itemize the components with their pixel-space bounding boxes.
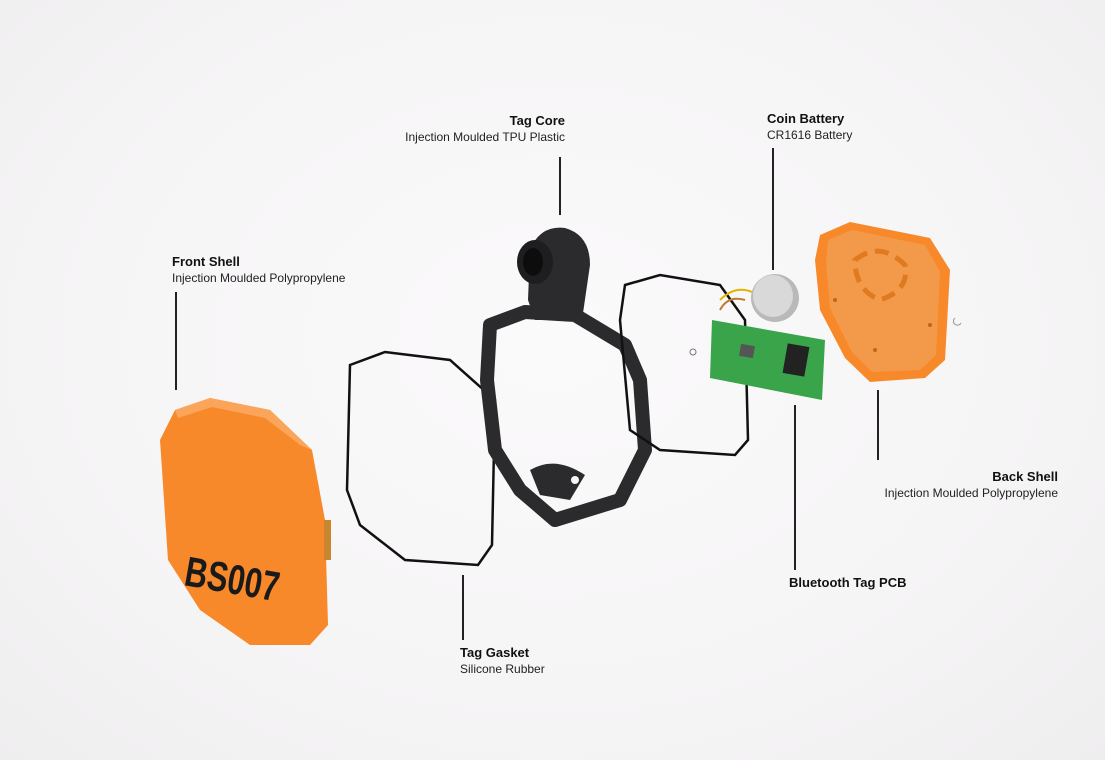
front-shell: BS007 (160, 398, 331, 645)
coin-battery-title: Coin Battery (767, 111, 845, 126)
front-shell-subtitle: Injection Moulded Polypropylene (172, 271, 346, 285)
front-shell-label: Front Shell Injection Moulded Polypropyl… (172, 254, 345, 286)
tag-core (480, 227, 652, 527)
back-shell-label: Back Shell Injection Moulded Polypropyle… (885, 469, 1058, 501)
tag-gasket-leader (462, 575, 464, 640)
front-shell-title: Front Shell (172, 254, 240, 269)
pcb-gasket (618, 273, 750, 457)
tag-gasket (345, 350, 497, 567)
back-shell-title: Back Shell (992, 469, 1058, 484)
front-shell-leader (175, 292, 177, 390)
tag-gasket-subtitle: Silicone Rubber (460, 662, 545, 676)
tag-core-leader (559, 157, 561, 215)
pcb-label: Bluetooth Tag PCB (789, 575, 906, 591)
tag-gasket-title: Tag Gasket (460, 645, 530, 660)
bluetooth-pcb (689, 320, 825, 400)
pcb-title: Bluetooth Tag PCB (789, 575, 907, 590)
back-shell (815, 222, 962, 382)
tag-core-subtitle: Injection Moulded TPU Plastic (405, 130, 565, 144)
back-shell-leader (877, 390, 879, 460)
back-shell-subtitle: Injection Moulded Polypropylene (884, 486, 1058, 500)
coin-battery-leader (772, 148, 774, 270)
tag-gasket-label: Tag Gasket Silicone Rubber (460, 645, 545, 677)
coin-battery-subtitle: CR1616 Battery (767, 128, 853, 142)
tag-core-label: Tag Core Injection Moulded TPU Plastic (405, 113, 565, 145)
pcb-leader (794, 405, 796, 570)
coin-battery (719, 274, 799, 322)
coin-battery-label: Coin Battery CR1616 Battery (767, 111, 852, 143)
tag-core-title: Tag Core (509, 113, 565, 128)
